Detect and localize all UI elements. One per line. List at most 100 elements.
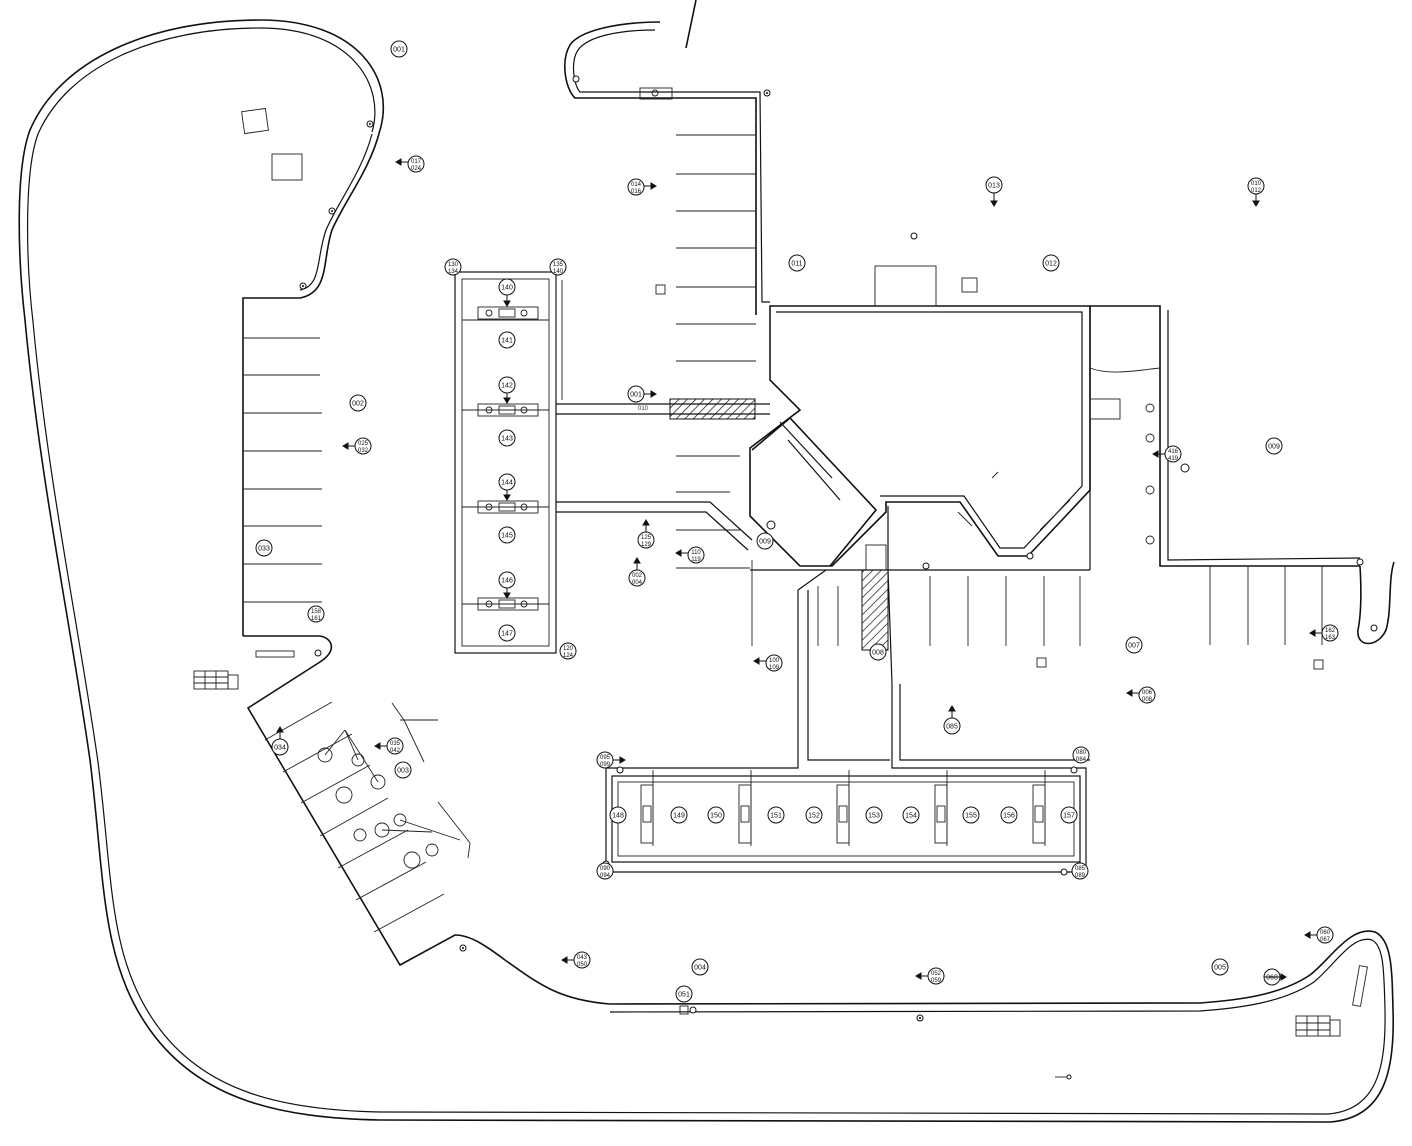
bottom-right-legend [459,944,1368,1080]
tag-013: 013 [985,176,1003,194]
view-arrows [276,158,1322,981]
node-145: 145 [498,526,516,544]
tag-009-right: 009 [1265,437,1283,455]
svg-text:144: 144 [501,480,513,487]
svg-text:014: 014 [631,182,642,188]
node-144: 144 [498,473,516,491]
svg-text:080: 080 [1076,750,1087,756]
node-152: 152 [805,806,823,824]
svg-text:009: 009 [1268,444,1280,451]
outer-site-boundary [18,19,1395,1123]
node-154: 154 [902,806,920,824]
svg-text:050: 050 [577,962,588,968]
svg-text:125: 125 [641,535,652,541]
left-parking-stalls [243,337,322,658]
svg-text:142: 142 [501,383,513,390]
svg-text:060: 060 [1320,930,1331,936]
svg-text:140: 140 [553,269,564,275]
right-side-lane [1089,305,1395,645]
tag-085: 085 [943,717,961,735]
tag-009-center: 009 [756,532,774,550]
svg-text:135: 135 [553,262,564,268]
svg-text:001: 001 [630,392,642,399]
tag-007: 007 [1125,636,1143,654]
svg-text:085: 085 [1075,866,1086,872]
node-146: 146 [498,571,516,589]
diagonal-parking-area [264,701,471,933]
svg-text:099: 099 [600,762,611,768]
center-walkway [605,569,1090,873]
crosswalk-hatch-top [669,398,756,420]
svg-text:147: 147 [501,631,513,638]
svg-text:008: 008 [872,650,884,657]
svg-text:134: 134 [448,269,459,275]
svg-text:163: 163 [1325,635,1336,641]
top-left-structures [241,107,374,657]
tag-004: 004 [691,958,709,976]
svg-text:156: 156 [1003,813,1015,820]
svg-text:150: 150 [710,813,722,820]
svg-text:110: 110 [691,550,701,556]
svg-text:003: 003 [397,768,409,775]
svg-text:034: 034 [274,745,286,752]
svg-text:042: 042 [390,748,401,754]
svg-text:006: 006 [1142,690,1153,696]
svg-text:089: 089 [1075,873,1086,879]
svg-text:084: 084 [1076,757,1087,763]
node-149: 149 [670,806,688,824]
svg-text:095: 095 [600,755,611,761]
svg-text:011: 011 [791,261,802,268]
svg-text:157: 157 [1063,813,1075,820]
svg-text:100: 100 [769,658,780,664]
svg-text:008: 008 [1142,697,1153,703]
tag-003: 003 [394,761,412,779]
svg-text:009: 009 [759,539,771,546]
svg-text:158: 158 [311,609,322,615]
svg-text:002: 002 [352,401,364,408]
svg-text:161: 161 [311,616,322,622]
svg-text:152: 152 [808,813,820,820]
svg-text:017: 017 [411,159,422,165]
svg-text:094: 094 [600,873,611,879]
top-access-drive [564,0,771,569]
svg-text:162: 162 [1325,628,1336,634]
svg-text:085: 085 [946,724,958,731]
svg-text:024: 024 [411,166,422,172]
svg-text:067: 067 [1320,937,1331,943]
svg-text:002: 002 [632,573,643,579]
node-142: 142 [498,376,516,394]
svg-text:043: 043 [577,955,588,961]
svg-text:001: 001 [393,47,405,54]
fuel-canopy-left [454,271,770,654]
node-140: 140 [498,278,516,296]
svg-text:149: 149 [673,813,685,820]
node-148: 148 [609,806,627,824]
svg-text:051: 051 [678,992,690,999]
node-151: 151 [767,806,785,824]
svg-text:033: 033 [258,546,270,553]
svg-text:145: 145 [501,533,513,540]
left-legend-block [193,670,239,690]
svg-text:004: 004 [694,965,706,972]
svg-text:419: 419 [1168,456,1179,462]
svg-text:010: 010 [1251,181,1262,187]
tag-001: 001 [390,40,408,58]
node-156: 156 [1000,806,1018,824]
svg-text:119: 119 [691,557,701,563]
